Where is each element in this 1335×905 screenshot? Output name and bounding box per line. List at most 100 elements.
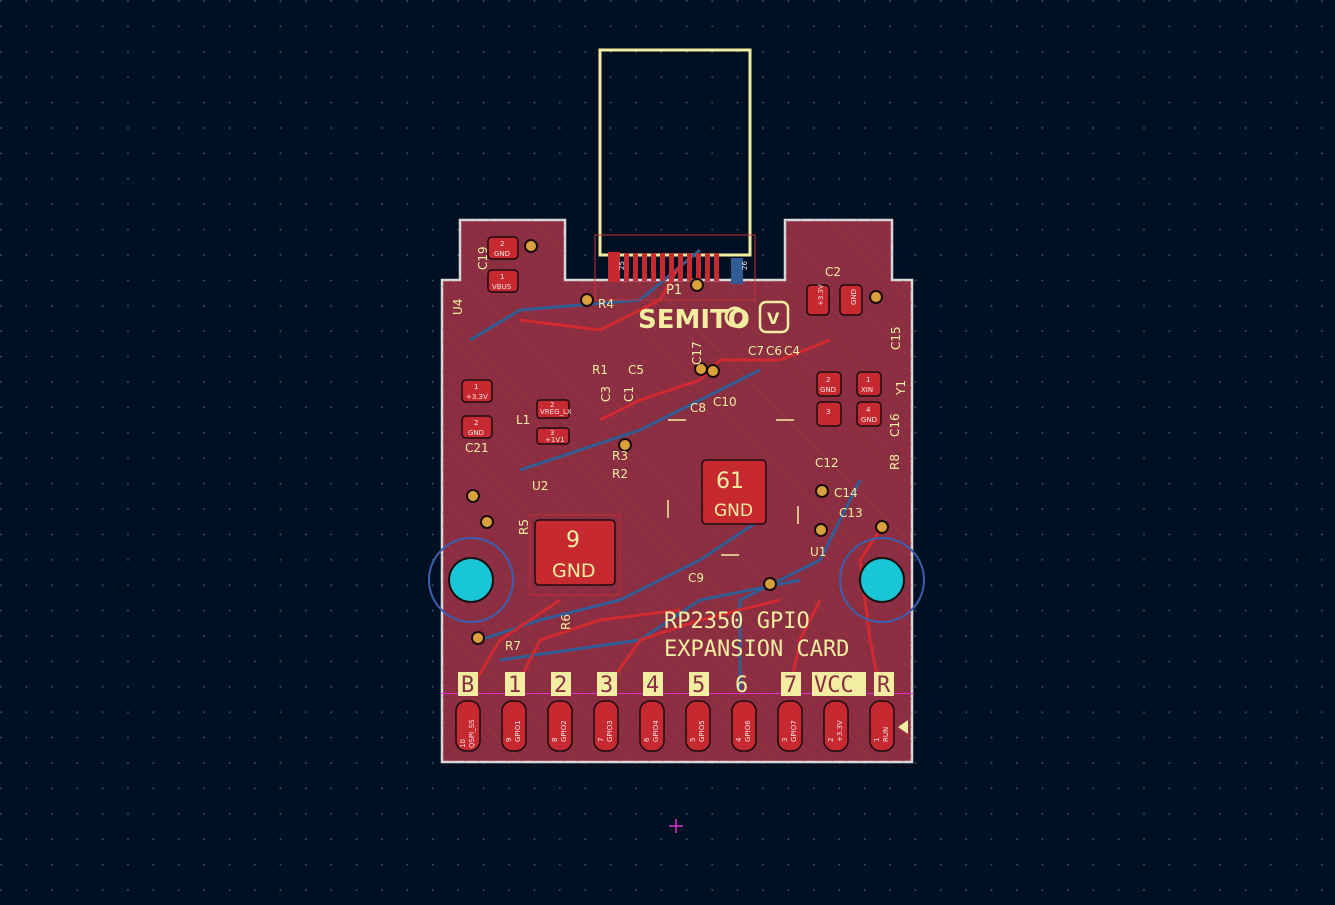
svg-text:1: 1	[474, 383, 478, 391]
svg-text:C9: C9	[688, 571, 704, 585]
svg-text:7: 7	[784, 673, 797, 698]
edge-pin: 2+3.3V	[823, 700, 849, 752]
svg-text:25: 25	[618, 261, 626, 270]
svg-text:+3.3V: +3.3V	[817, 284, 825, 306]
svg-text:C5: C5	[628, 363, 644, 377]
board-title-line2: EXPANSION CARD	[664, 637, 849, 662]
svg-text:2: 2	[554, 673, 567, 698]
svg-text:3: 3	[826, 408, 830, 416]
svg-text:C21: C21	[465, 441, 489, 455]
svg-text:VCC: VCC	[814, 673, 854, 698]
connector-pin-26	[731, 258, 743, 284]
svg-text:+3.3V: +3.3V	[466, 393, 488, 401]
svg-text:2: 2	[550, 401, 554, 409]
svg-text:4: 4	[866, 406, 871, 414]
svg-text:C13: C13	[839, 506, 863, 520]
pad: 3+1V1	[536, 427, 570, 445]
svg-text:C12: C12	[815, 456, 839, 470]
svg-text:R7: R7	[505, 639, 521, 653]
svg-text:1: 1	[508, 673, 521, 698]
svg-text:4: 4	[735, 737, 743, 742]
origin-crosshair-icon	[669, 819, 683, 833]
chip-u1: 61 GND	[667, 419, 799, 556]
mounting-hole-right	[839, 537, 925, 623]
svg-text:5: 5	[689, 738, 697, 742]
svg-text:5: 5	[692, 673, 705, 698]
svg-text:1: 1	[873, 738, 881, 742]
svg-text:GND: GND	[714, 501, 753, 521]
pad: +3.3V	[806, 284, 830, 316]
svg-text:R3: R3	[612, 449, 628, 463]
svg-text:1: 1	[866, 376, 870, 384]
svg-text:8: 8	[551, 738, 559, 742]
svg-text:3: 3	[550, 429, 554, 437]
svg-text:GND: GND	[861, 416, 877, 424]
svg-text:GPIO4: GPIO4	[652, 720, 660, 742]
connector-courtyard	[598, 48, 752, 257]
connector-p1: 25 26 P1	[594, 234, 756, 301]
svg-text:U4: U4	[451, 299, 465, 315]
designators: C19 U4 R4 C2 C15 R1 C5 C17 C7 C6 C4 C3 C…	[451, 246, 908, 653]
mounting-hole-left	[428, 537, 514, 623]
svg-text:C6: C6	[766, 344, 782, 358]
svg-text:2: 2	[500, 240, 504, 248]
svg-text:C19: C19	[476, 246, 490, 270]
svg-text:C15: C15	[889, 326, 903, 350]
svg-text:C10: C10	[713, 395, 737, 409]
svg-text:10: 10	[459, 739, 467, 748]
svg-text:GND: GND	[552, 560, 596, 582]
svg-text:GND: GND	[850, 289, 858, 305]
chip-u2: 9 GND	[529, 514, 621, 596]
vias	[466, 239, 889, 645]
svg-text:C7: C7	[748, 344, 764, 358]
svg-text:C16: C16	[888, 413, 902, 437]
svg-text:+1V1: +1V1	[545, 436, 565, 444]
svg-text:+3.3V: +3.3V	[836, 720, 844, 742]
svg-text:GND: GND	[494, 250, 510, 258]
edge-labels: B 1 2 3 4 5 6 7 VCC R	[458, 672, 894, 698]
svg-text:RUN: RUN	[882, 727, 890, 742]
svg-text:QSPI_SS: QSPI_SS	[468, 719, 476, 748]
edge-line	[440, 693, 914, 694]
svg-text:R1: R1	[592, 363, 608, 377]
svg-text:XIN: XIN	[861, 386, 873, 394]
svg-text:R6: R6	[559, 614, 573, 630]
svg-text:6: 6	[735, 673, 748, 698]
svg-text:C4: C4	[784, 344, 800, 358]
svg-text:7: 7	[597, 738, 605, 742]
svg-text:2: 2	[826, 376, 830, 384]
svg-text:C2: C2	[825, 265, 841, 279]
svg-text:U2: U2	[532, 479, 548, 493]
svg-text:9: 9	[566, 528, 580, 553]
svg-text:L1: L1	[516, 413, 530, 427]
svg-text:R5: R5	[517, 519, 531, 535]
svg-text:2: 2	[827, 738, 835, 742]
svg-text:C8: C8	[690, 401, 706, 415]
pin1-marker-icon	[898, 720, 908, 734]
svg-text:P1: P1	[666, 283, 682, 298]
svg-text:B: B	[461, 673, 474, 698]
svg-text:C17: C17	[690, 341, 704, 365]
svg-text:Y1: Y1	[894, 380, 908, 396]
svg-text:GND: GND	[820, 386, 836, 394]
svg-text:9: 9	[505, 738, 513, 742]
svg-text:3: 3	[781, 738, 789, 742]
svg-text:GPIO5: GPIO5	[698, 720, 706, 742]
svg-text:R2: R2	[612, 467, 628, 481]
svg-text:VBUS: VBUS	[492, 283, 512, 291]
